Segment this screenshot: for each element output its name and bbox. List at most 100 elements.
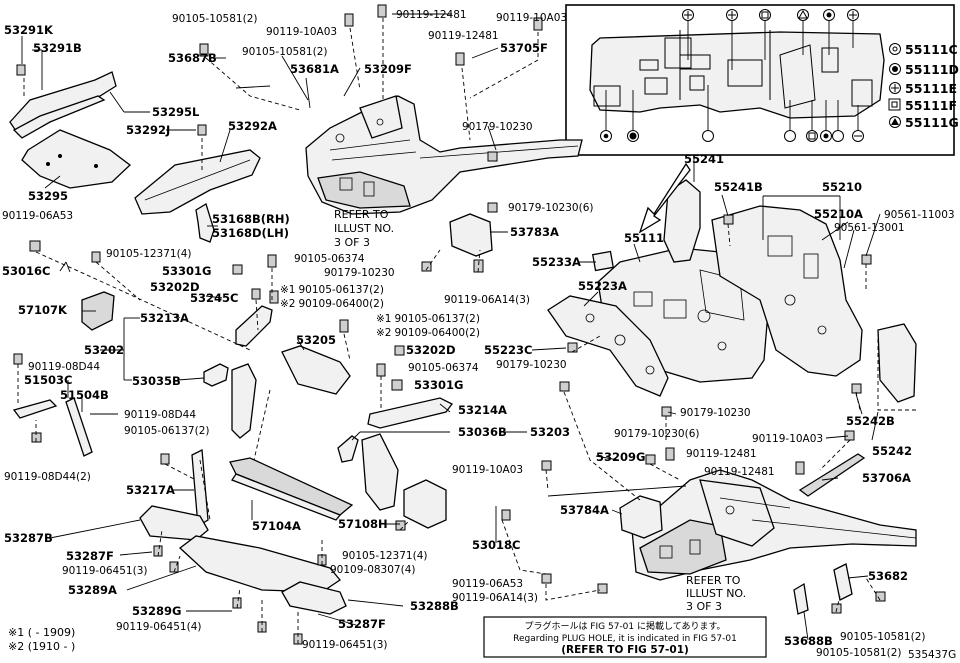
part-53213A [235, 305, 273, 347]
label-90119-06451-3-b: 90119-06451(3) [302, 639, 387, 651]
label-90119-12481-b: 90119-12481 [428, 30, 499, 42]
label-90119-08D44-2: 90119-08D44(2) [4, 471, 91, 483]
plug-note-jp: プラグホールは FIG 57-01 に掲載してあります。 [524, 620, 725, 632]
label-53688B: 53688B [784, 634, 833, 648]
label-90119-06A14-a: 90119-06A14(3) [444, 294, 530, 306]
label-53687B: 53687B [168, 51, 217, 65]
label-53783A: 53783A [510, 225, 559, 239]
part-53784A [619, 495, 663, 539]
label-90179-10230-6-b: 90179-10230(6) [614, 428, 699, 440]
label-53035B: 53035B [132, 374, 181, 388]
label-90119-06A14-b: 90119-06A14(3) [452, 592, 538, 604]
label-57108H: 57108H [338, 517, 388, 531]
label-53295: 53295 [28, 189, 68, 203]
label-55223C: 55223C [484, 343, 532, 357]
part-53205 [281, 345, 351, 395]
plug-note-ref: (REFER TO FIG 57-01) [561, 644, 689, 656]
label-53209F: 53209F [364, 62, 412, 76]
label-53291B: 53291B [33, 41, 82, 55]
inset-symbols-bottom [600, 130, 864, 142]
part-51504B [65, 397, 93, 457]
label-53705F: 53705F [500, 41, 548, 55]
footnote-1: ※1 ( - 1909) [8, 626, 75, 639]
label-55241: 55241 [684, 152, 724, 166]
label-53245C: 53245C [190, 291, 238, 305]
label-55233A: 55233A [532, 255, 581, 269]
label-90119-10A03-a: 90119-10A03 [266, 26, 337, 38]
label-90119-10A03-d: 90119-10A03 [452, 464, 523, 476]
label-90119-12481-d: 90119-12481 [704, 466, 775, 478]
label-51503C: 51503C [24, 373, 72, 387]
label-90105-06137-c: 90105-06137(2) [124, 425, 209, 437]
label-53784A: 53784A [560, 503, 609, 517]
label-53202D-a: 53202D [150, 280, 200, 294]
label-90119-08D44-a: 90119-08D44 [28, 361, 100, 373]
label-53016C: 53016C [2, 264, 50, 278]
lower-apron-assembly [547, 453, 917, 615]
label-90105-10581-a: 90105-10581(2) [172, 13, 257, 25]
label-55223A: 55223A [578, 279, 627, 293]
label-90119-06451-3-a: 90119-06451(3) [62, 565, 147, 577]
part-55223A [547, 295, 669, 397]
label-90179-10230-b: 90179-10230 [324, 267, 395, 279]
label-90179-10230-d: 90179-10230 [680, 407, 751, 419]
label-90105-12371-a: 90105-12371(4) [106, 248, 191, 260]
label-90179-10230-6-a: 90179-10230(6) [508, 202, 593, 214]
label-90119-12481-c: 90119-12481 [686, 448, 757, 460]
footnotes: ※1 ( - 1909) ※2 (1910 - ) [8, 626, 75, 653]
part-51503C [12, 399, 58, 419]
svg-text:3 OF 3: 3 OF 3 [334, 236, 370, 249]
legend-55111G: 55111G [905, 115, 959, 130]
label-90105-10581-c: 90105-10581(2) [840, 631, 925, 643]
part-53168B [195, 203, 215, 243]
plug-hole-inset: 55111C 55111D 55111E 55111F 55111G [565, 4, 959, 156]
label-53291K: 53291K [4, 23, 54, 37]
label-90119-10A03-b: 90119-10A03 [496, 12, 567, 24]
label-53018C: 53018C [472, 538, 520, 552]
label-53292J: 53292J [126, 123, 170, 137]
legend-55111D: 55111D [905, 62, 959, 77]
part-57104A [229, 457, 354, 516]
label-53168D: 53168D(LH) [212, 226, 289, 240]
label-55111: 55111 [624, 231, 664, 245]
label-90119-06A53-a: 90119-06A53 [2, 210, 73, 222]
label-90179-10230-a: 90179-10230 [462, 121, 533, 133]
inset-symbols-top [682, 9, 859, 21]
part-53036B [337, 435, 359, 463]
part-53202 [231, 363, 257, 439]
legend-55111E: 55111E [905, 81, 957, 96]
label-53202D-b: 53202D [406, 343, 456, 357]
label-53213A: 53213A [140, 311, 189, 325]
part-labels: 53291K 53291B 53295L 53292J 53295 53292A… [2, 9, 955, 659]
label-53295L: 53295L [152, 105, 200, 119]
part-53203 [361, 433, 399, 511]
refer-note-top: REFER TO ILLUST NO. 3 OF 3 [334, 208, 394, 249]
label-53288B: 53288B [410, 599, 459, 613]
label-90119-06A53-b: 90119-06A53 [452, 578, 523, 590]
label-53209G: 53209G [596, 450, 645, 464]
label-53301G-a: 53301G [162, 264, 211, 278]
label-53287F-b: 53287F [338, 617, 386, 631]
svg-text:REFER TO: REFER TO [334, 208, 389, 221]
label-90105-06374-b: 90105-06374 [408, 362, 479, 374]
label-90119-08D44-b: 90119-08D44 [124, 409, 196, 421]
part-53288B [281, 581, 347, 615]
label-90105-10581-d: 90105-10581(2) [816, 647, 901, 659]
left-parts [9, 71, 493, 615]
label-53203: 53203 [530, 425, 570, 439]
figure-id: 535437G [908, 649, 956, 661]
part-53287B [139, 505, 209, 541]
label-53289A: 53289A [68, 583, 117, 597]
front-apron-assembly [305, 95, 583, 215]
label-90179-10230-c: 90179-10230 [496, 359, 567, 371]
label-53682: 53682 [868, 569, 908, 583]
legend-55111C: 55111C [905, 42, 958, 57]
label-53168B: 53168B(RH) [212, 212, 290, 226]
part-53035B [203, 363, 229, 387]
label-55242: 55242 [872, 444, 912, 458]
label-90119-12481-a: 90119-12481 [396, 9, 467, 21]
part-57108H [403, 479, 447, 529]
